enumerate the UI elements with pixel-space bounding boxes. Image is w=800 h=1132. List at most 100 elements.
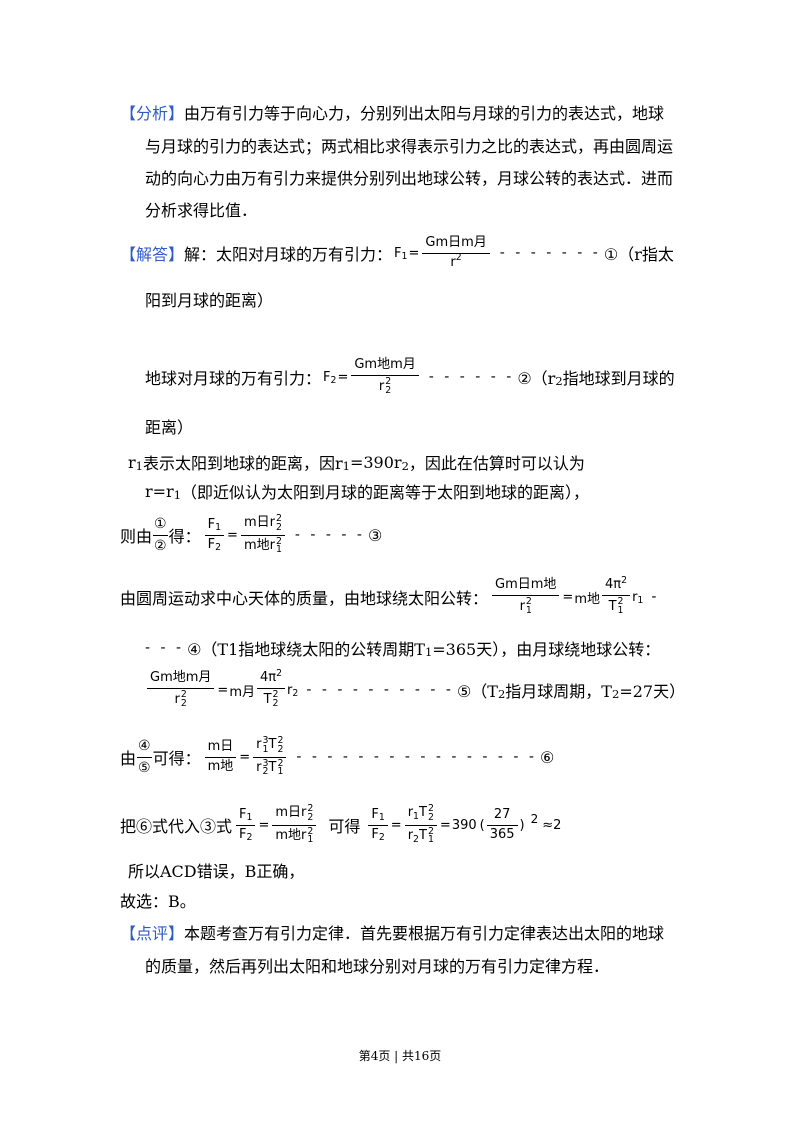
equation-number: ③: [367, 525, 383, 545]
solution-text: r=r: [145, 481, 174, 501]
superscript: 2: [277, 734, 284, 746]
superscript: 2: [307, 802, 314, 814]
numerator-text: ①: [154, 516, 167, 533]
analysis-line-4: 分析求得比值．: [145, 197, 257, 221]
superscript: 2: [275, 535, 282, 547]
denominator-text: m地r: [243, 537, 275, 553]
subscript: 2: [427, 811, 434, 823]
dashes: - - - - - -: [428, 369, 515, 385]
subscript: 2: [246, 832, 253, 844]
solution-line-5: r 1 表示太阳到地球的距离，因r 1 =390r 2 ，因此在估算时可以认为: [128, 450, 585, 474]
dashes: - - - - - - - - - -: [306, 682, 454, 698]
equals-sign: =: [337, 369, 349, 385]
subscript: 1: [135, 459, 143, 474]
denominator-text: T: [419, 827, 427, 843]
denominator-text: T: [268, 759, 277, 775]
solution-text: 解：太阳对月球的万有引力：: [184, 245, 393, 264]
subscript: 1: [275, 544, 282, 556]
subscript: 2: [555, 374, 563, 389]
numerator-text: m日r: [275, 805, 307, 821]
solution-text: 距离）: [145, 418, 194, 437]
solution-text: 表示太阳到地球的距离，因r: [142, 454, 343, 473]
review-line-2: 的质量，然后再列出太阳和地球分别对月球的万有引力定律方程．: [145, 953, 609, 977]
subscript: 2: [275, 521, 282, 533]
numerator-text: F: [207, 516, 216, 532]
symbol: F: [323, 369, 331, 385]
equals-sign: =: [239, 749, 251, 765]
numerator: Gm地m月: [147, 670, 215, 690]
numerator-text: F: [239, 806, 247, 822]
equals-sign: =: [217, 682, 229, 698]
superscript: 2: [277, 757, 284, 769]
solution-text: 可得：: [152, 749, 201, 768]
superscript: 2: [276, 667, 283, 679]
symbol: r: [287, 682, 293, 698]
superscript: 2: [275, 512, 282, 524]
ratio-fraction: ① ②: [153, 516, 168, 554]
page-footer: 第4页 | 共16页: [358, 1049, 442, 1063]
equation-note: 指地球到月球的: [562, 369, 675, 388]
subscript: 2: [215, 542, 222, 554]
dashes: - - - - - - - - - - - - - - - -: [296, 749, 537, 765]
numerator-text: 4π: [605, 577, 622, 593]
analysis-line-2: 与月球的引力的表达式；两式相比求得表示引力之比的表达式，再由圆周运: [145, 133, 673, 157]
denominator-text: ②: [154, 537, 167, 554]
subscript: 2: [611, 687, 620, 702]
review-text: 本题考查万有引力定律．首先要根据万有引力定律表达出太阳的地球: [184, 924, 665, 943]
numerator-text: Gm日m月: [425, 234, 487, 250]
denominator: m地: [205, 758, 237, 775]
numerator-text: F: [371, 806, 379, 822]
denominator-text: T: [263, 691, 272, 707]
denominator-text: F: [239, 826, 247, 842]
superscript: 2: [525, 596, 532, 608]
denominator: ②: [153, 536, 168, 554]
subscript: 1: [637, 595, 644, 607]
analysis-text: 与月球的引力的表达式；两式相比求得表示引力之比的表达式，再由圆周运: [145, 137, 674, 156]
dashes: - - -: [145, 640, 185, 656]
solution-line-6: r=r 1 （即近似认为太阳到月球的距离等于太阳到地球的距离），: [145, 479, 589, 503]
numerator-text: Gm日m地: [495, 577, 557, 593]
solution-line-9: - - - ④（T1指地球绕太阳的公转周期T 1 =365天），由月球绕地球公转…: [145, 636, 660, 660]
solution-line-13: 所以ACD错误，B正确，: [128, 858, 304, 882]
fraction: m日 m地: [204, 739, 237, 775]
denominator: 365: [487, 826, 518, 843]
denominator-text: F: [371, 826, 379, 842]
numerator-text: r: [407, 805, 414, 821]
superscript: 2: [272, 689, 279, 701]
subscript: 1: [617, 604, 624, 616]
subscript: 2: [401, 459, 409, 474]
solution-line-14: 故选：B。: [120, 888, 196, 912]
solution-text: ，因此在估算时可以认为: [408, 454, 585, 473]
dashes: -: [651, 589, 660, 605]
